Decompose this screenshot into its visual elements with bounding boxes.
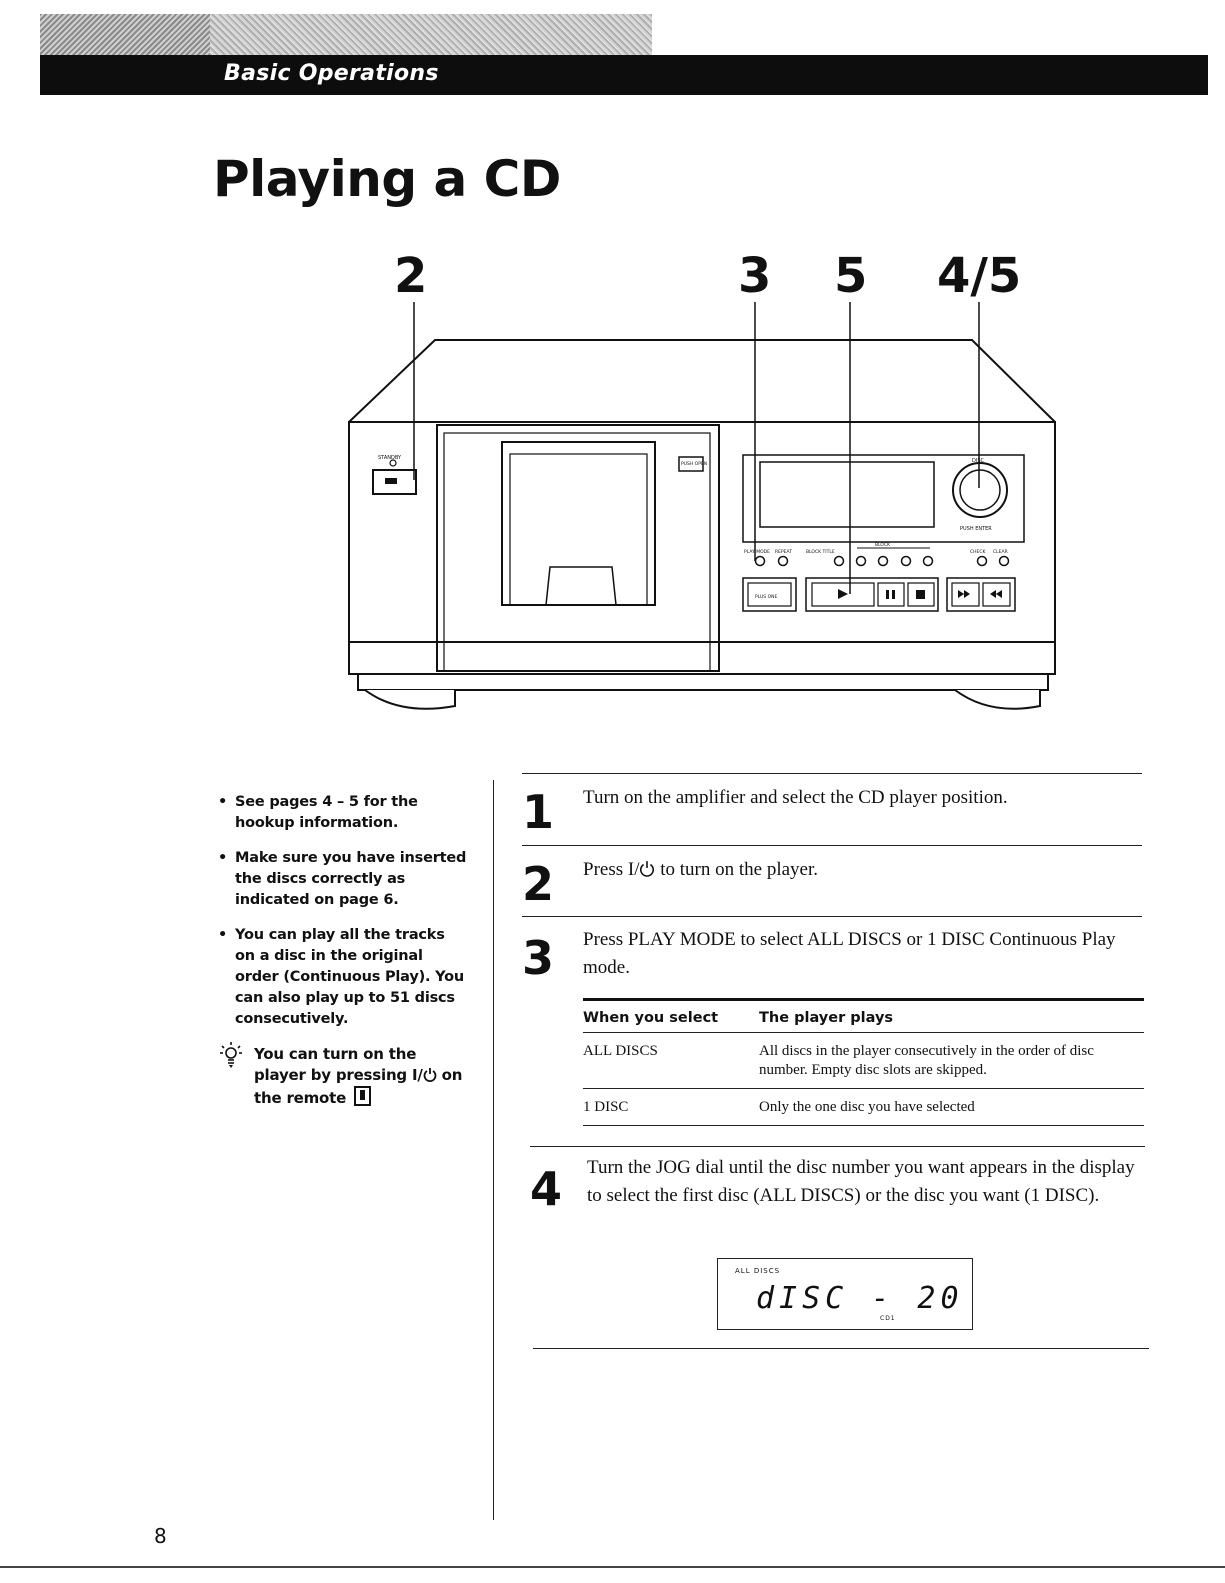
label-check: CHECK	[970, 549, 987, 555]
header-bar	[40, 55, 1208, 95]
callout-5: 5	[834, 248, 868, 304]
table-cell: 1 DISC	[583, 1088, 759, 1126]
label-repeat: REPEAT	[775, 549, 792, 555]
power-icon	[423, 1068, 437, 1082]
note-text: See pages 4 – 5 for the hookup informati…	[235, 794, 418, 831]
step-text-3: Press PLAY MODE to select ALL DISCS or 1…	[583, 929, 1116, 978]
table-cell: ALL DISCS	[583, 1032, 759, 1089]
lightbulb-icon	[220, 1042, 242, 1068]
note-item: • See pages 4 – 5 for the hookup informa…	[218, 792, 468, 834]
play-mode-table: When you select The player plays ALL DIS…	[583, 998, 1144, 1126]
bullet: •	[218, 927, 228, 943]
label-push-open: PUSH OPEN	[681, 461, 707, 467]
table-header-row: When you select The player plays	[583, 999, 1144, 1033]
step-rule	[522, 916, 1142, 917]
notes-column: • See pages 4 – 5 for the hookup informa…	[218, 792, 468, 1109]
step-rule	[522, 845, 1142, 846]
power-icon	[640, 861, 655, 877]
note-text: Make sure you have inserted the discs co…	[235, 850, 467, 908]
display-mode-label: ALL DISCS	[735, 1267, 781, 1275]
bullet: •	[218, 794, 228, 810]
step-number-1: 1	[522, 785, 555, 839]
table-cell: Only the one disc you have selected	[759, 1088, 1144, 1126]
note-item: • You can play all the tracks on a disc …	[218, 925, 468, 1030]
callout-2: 2	[394, 248, 428, 304]
step-number-4: 4	[530, 1162, 563, 1216]
tip: You can turn on the player by pressing I…	[218, 1042, 468, 1109]
section-label: Basic Operations	[224, 61, 439, 86]
note-text: You can play all the tracks on a disc in…	[235, 927, 465, 1027]
display-cd-label: CD1	[880, 1315, 896, 1322]
column-divider	[493, 780, 494, 1520]
step-text-1: Turn on the amplifier and select the CD …	[583, 787, 1008, 808]
step-text-2-start: Press I/	[583, 859, 640, 880]
table-row: ALL DISCS All discs in the player consec…	[583, 1032, 1144, 1089]
note-item: • Make sure you have inserted the discs …	[218, 848, 468, 911]
callout-3: 3	[738, 248, 772, 304]
table-header-select: When you select	[583, 999, 759, 1033]
label-block: BLOCK	[875, 542, 891, 548]
bullet: •	[218, 850, 228, 866]
step-text-2: Press I/ to turn on the player.	[583, 856, 1143, 884]
label-push-enter: PUSH ENTER	[960, 526, 992, 532]
display-readout-box: ALL DISCS dISC - 20 CD1	[717, 1258, 973, 1330]
page-title: Playing a CD	[213, 150, 561, 208]
table-header-plays: The player plays	[759, 999, 1144, 1033]
step-number-3: 3	[522, 931, 555, 985]
label-disc: DISC	[972, 458, 984, 464]
step-rule	[530, 1146, 1145, 1147]
table-row: 1 DISC Only the one disc you have select…	[583, 1088, 1144, 1126]
page-bottom-edge	[0, 1566, 1225, 1568]
label-plus-one: PLUS ONE	[755, 594, 777, 600]
step-text-2-end: to turn on the player.	[655, 859, 819, 880]
remote-icon	[354, 1086, 372, 1106]
step-number-2: 2	[522, 857, 555, 911]
label-block-title: BLOCK TITLE	[806, 549, 835, 555]
display-readout: dISC - 20	[756, 1281, 964, 1316]
label-standby: STANDBY	[378, 455, 402, 461]
step-text-4: Turn the JOG dial until the disc number …	[587, 1157, 1135, 1206]
page-number: 8	[154, 1524, 167, 1548]
step-rule	[522, 773, 1142, 774]
label-play-mode: PLAY MODE	[744, 549, 770, 555]
callout-4-5: 4/5	[937, 248, 1022, 304]
cd-player-illustration: STANDBY PUSH OPEN PUSH ENTER DISC PLAY M…	[348, 302, 1056, 710]
label-clear: CLEAR	[993, 549, 1008, 555]
step-rule	[533, 1348, 1149, 1349]
tip-text-end: on the remote	[254, 1066, 463, 1107]
table-cell: All discs in the player consecutively in…	[759, 1032, 1144, 1089]
tip-text: You can turn on the player by pressing I…	[254, 1045, 423, 1084]
